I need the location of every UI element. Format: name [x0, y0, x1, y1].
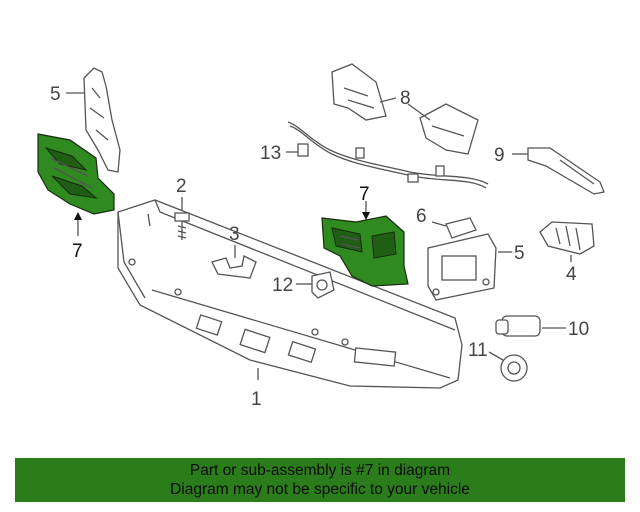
wire-harness-13: [287, 121, 489, 189]
callout-5a: 5: [50, 84, 61, 105]
highlighted-bracket-7-right: [321, 215, 409, 287]
banner-line-1: Part or sub-assembly is #7 in diagram: [189, 462, 451, 479]
bracket-8: [331, 63, 479, 155]
bracket-5-right: [427, 233, 497, 301]
callout-6: 6: [416, 206, 427, 227]
callout-2: 2: [176, 176, 187, 197]
bolt-2: [174, 212, 190, 240]
banner-line-2: Diagram may not be specific to your vehi…: [170, 481, 470, 498]
bumper-bar: [117, 199, 463, 389]
ring-11: [500, 354, 528, 382]
leader-8b: [407, 103, 431, 121]
sensor-10: [495, 315, 541, 337]
callout-1: 1: [251, 389, 262, 410]
grommet-12: [311, 271, 335, 299]
clip-6: [445, 217, 477, 239]
parts-diagram: 1 2 3 4 5 5 6: [37, 63, 605, 410]
bracket-9: [527, 147, 605, 195]
callout-10: 10: [568, 319, 589, 340]
callout-5b: 5: [514, 243, 525, 264]
callout-7a: 7: [72, 241, 83, 262]
callout-12: 12: [272, 275, 293, 296]
callout-11: 11: [468, 340, 488, 361]
callout-13: 13: [260, 143, 281, 164]
leader-6: [431, 221, 447, 227]
leader-11: [488, 351, 504, 361]
arrow-7a: [74, 212, 82, 220]
bracket-4: [539, 221, 595, 255]
arrow-7b: [362, 212, 370, 220]
highlighted-bracket-7-left: [37, 133, 115, 215]
callout-4: 4: [566, 264, 577, 285]
callout-8: 8: [400, 88, 411, 109]
callout-9: 9: [494, 145, 505, 166]
callout-7b: 7: [359, 184, 370, 205]
leader-8a: [379, 97, 397, 103]
bracket-5-left: [83, 67, 121, 173]
bracket-3: [211, 255, 257, 279]
callout-3: 3: [229, 224, 240, 245]
info-banner: Part or sub-assembly is #7 in diagram Di…: [15, 458, 625, 502]
